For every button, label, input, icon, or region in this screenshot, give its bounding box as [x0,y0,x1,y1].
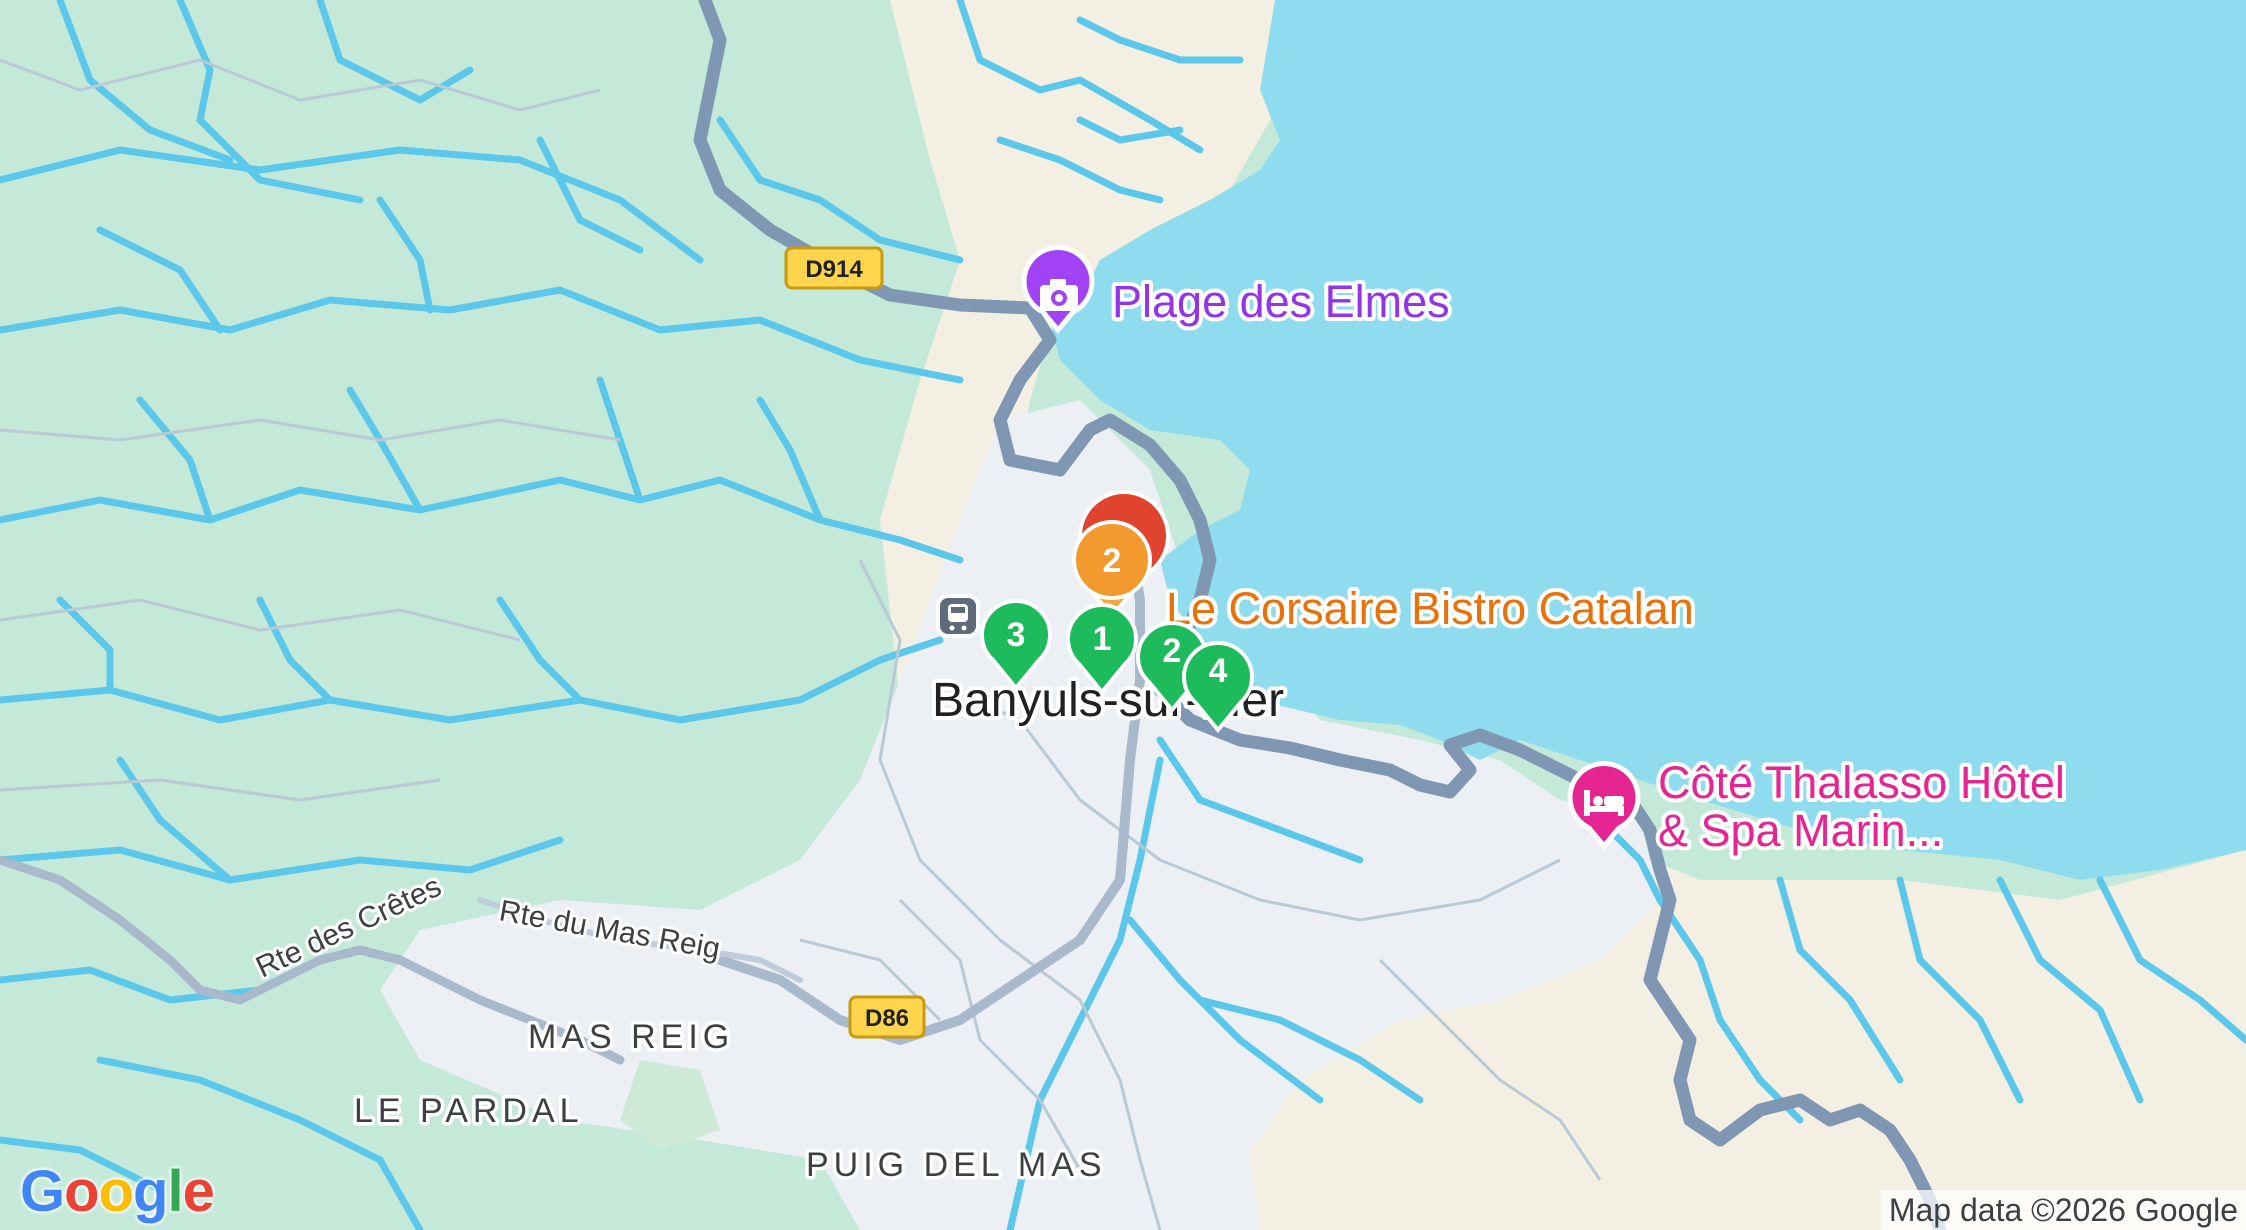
svg-text:1: 1 [1093,620,1112,658]
restaurant-poi-label[interactable]: Le Corsaire Bistro Catalan [1162,579,1698,638]
orange-cluster-count: 2 [1103,542,1122,580]
route-du-mas-reig [477,897,803,983]
green-pin-1[interactable]: 1 [1066,602,1138,696]
route-des-cretes [0,855,625,1065]
camera-icon [1040,279,1078,311]
hotel-poi-label-line1[interactable]: Côté Thalasso Hôtel [1654,753,2069,812]
area-label-le-pardal: LE PARDAL [354,1092,584,1130]
sea [1050,0,2246,880]
svg-text:3: 3 [1007,616,1026,654]
d86-shield: D86 [848,995,926,1039]
map-attribution[interactable]: Map data ©2026 Google [1880,1190,2246,1230]
google-logo: Google [20,1159,215,1224]
area-label-mas-reig: MAS REIG [528,1018,734,1056]
train-station-icon[interactable] [936,594,980,638]
main-road-d914 [693,0,1947,1230]
tracks [0,58,1602,1230]
green-pin-4[interactable]: 4 [1182,640,1254,734]
svg-text:4: 4 [1209,652,1228,690]
svg-text:D86: D86 [865,1005,909,1032]
google-logo-g: G [20,1159,65,1224]
park-area [620,1060,720,1150]
beach-poi-label[interactable]: Plage des Elmes [1108,272,1454,331]
orange-cluster-marker[interactable]: 2 [1072,520,1152,620]
beach-poi[interactable] [1021,244,1095,334]
urban-area [380,400,1660,1230]
green-pin-3[interactable]: 3 [980,598,1052,692]
hotel-poi-label-line2[interactable]: & Spa Marin... [1654,801,1947,860]
area-label-puig-del-mas: PUIG DEL MAS [806,1146,1107,1184]
hotel-poi[interactable] [1567,760,1641,850]
d914-shield: D914 [784,246,884,290]
bed-icon [1584,790,1624,816]
svg-text:D914: D914 [805,256,863,283]
svg-text:2: 2 [1163,632,1182,670]
